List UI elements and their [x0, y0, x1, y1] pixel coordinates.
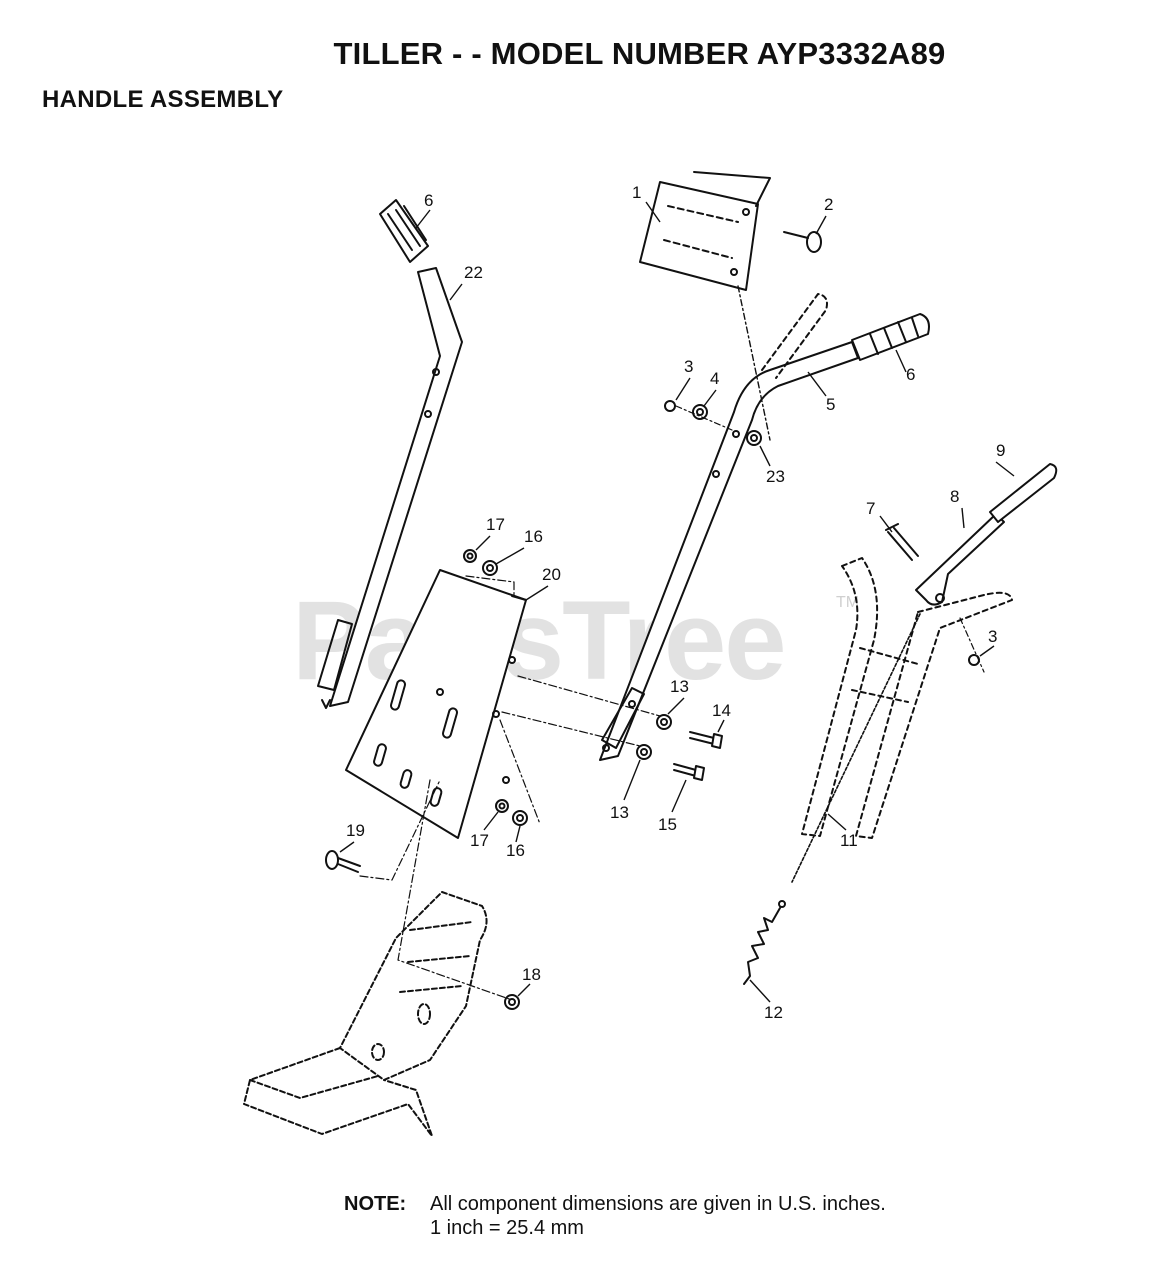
callout-17-lower: 17 — [470, 831, 489, 850]
leader-lines — [339, 201, 1015, 1003]
callout-3-lower: 3 — [988, 627, 997, 646]
callout-5: 5 — [826, 395, 835, 414]
callout-18: 18 — [522, 965, 541, 984]
callout-17-upper: 17 — [486, 515, 505, 534]
callout-15: 15 — [658, 815, 677, 834]
note-label: NOTE: — [344, 1193, 407, 1215]
callout-3-upper: 3 — [684, 357, 693, 376]
callout-23: 23 — [766, 467, 785, 486]
section-subtitle: HANDLE ASSEMBLY — [42, 86, 284, 113]
left-grip — [379, 199, 429, 263]
left-handle-tube — [317, 267, 463, 709]
note-line-2: 1 inch = 25.4 mm — [430, 1217, 584, 1239]
callout-2: 2 — [824, 195, 833, 214]
callout-8: 8 — [950, 487, 959, 506]
note-line-1: All component dimensions are given in U.… — [430, 1193, 886, 1215]
callout-16-lower: 16 — [506, 841, 525, 860]
control-lever — [915, 463, 1058, 606]
callout-6-right: 6 — [906, 365, 915, 384]
cable-spring — [743, 900, 786, 985]
bolt-14 — [689, 731, 723, 749]
callout-12: 12 — [764, 1003, 783, 1022]
right-handle-tube — [599, 341, 859, 761]
callout-6-left: 6 — [424, 191, 433, 210]
ghost-handle-bar — [761, 293, 828, 379]
callout-13-lower: 13 — [610, 803, 629, 822]
screw-2 — [783, 231, 822, 253]
washer-group-upper — [664, 400, 762, 446]
control-panel — [639, 171, 771, 291]
callout-16-upper: 16 — [524, 527, 543, 546]
right-grip — [851, 313, 930, 361]
page-title: TILLER - - MODEL NUMBER AYP3332A89 — [333, 36, 946, 71]
callout-19: 19 — [346, 821, 365, 840]
callout-labels: 6 22 1 2 3 4 6 5 23 9 7 8 3 17 16 20 13 … — [346, 183, 1005, 1022]
tiller-frame-bracket — [243, 891, 488, 1137]
callout-22: 22 — [464, 263, 483, 282]
callout-20: 20 — [542, 565, 561, 584]
control-cable — [791, 613, 921, 883]
callout-1: 1 — [632, 183, 641, 202]
carriage-bolt-19 — [325, 850, 361, 873]
callout-14: 14 — [712, 701, 731, 720]
connection-lines — [359, 575, 661, 1001]
bolt-15 — [673, 763, 705, 781]
watermark-trademark: TM — [836, 594, 860, 611]
washer-group-lower — [463, 549, 672, 1010]
callout-7: 7 — [866, 499, 875, 518]
callout-13-upper: 13 — [670, 677, 689, 696]
dimension-note: NOTE: All component dimensions are given … — [344, 1192, 886, 1240]
bolt-7 — [885, 523, 919, 561]
callout-11: 11 — [840, 831, 858, 850]
callout-9: 9 — [996, 441, 1005, 460]
callout-4: 4 — [710, 369, 719, 388]
